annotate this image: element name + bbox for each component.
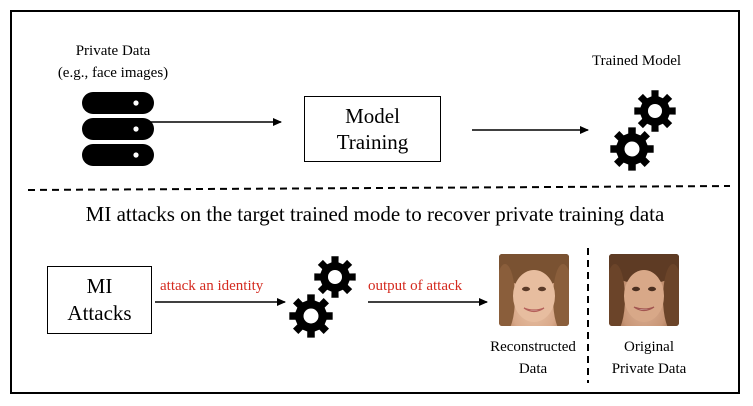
original-private-data-caption: Original Private Data: [590, 336, 708, 380]
private-data-line2: (e.g., face images): [57, 65, 169, 81]
model-training-line2: Training: [336, 130, 409, 154]
mi-attacks-line1: MI: [86, 274, 113, 298]
diagram-frame: [10, 10, 740, 394]
mi-attacks-line2: Attacks: [67, 301, 132, 325]
private-data-label: Private Data (e.g., face images): [28, 40, 198, 84]
gear-hub: [303, 308, 319, 324]
reconstructed-line1: Reconstructed: [490, 339, 576, 355]
model-training-box: Model Training: [304, 96, 441, 162]
reconstructed-face-image: [499, 254, 569, 326]
gear-hub: [328, 270, 342, 284]
gear-hub: [624, 141, 640, 157]
mi-attacks-box: MI Attacks: [47, 266, 152, 334]
gears-icon: [289, 256, 356, 338]
private-data-line1: Private Data: [75, 43, 151, 59]
model-training-line1: Model: [345, 104, 400, 128]
gears-icon: [610, 90, 676, 171]
output-of-attack-label: output of attack: [368, 278, 463, 294]
gear-hub: [648, 104, 662, 118]
reconstructed-line2: Data: [518, 361, 548, 377]
database-icon: [82, 92, 154, 166]
divider-caption: MI attacks on the target trained mode to…: [85, 202, 665, 226]
original-face-image: [609, 254, 679, 326]
reconstructed-data-caption: Reconstructed Data: [468, 336, 598, 380]
original-line2: Private Data: [611, 361, 687, 377]
original-line1: Original: [624, 339, 674, 355]
attack-identity-label: attack an identity: [160, 278, 264, 294]
dashed-divider: [27, 185, 731, 191]
trained-model-label: Trained Model: [592, 53, 682, 69]
